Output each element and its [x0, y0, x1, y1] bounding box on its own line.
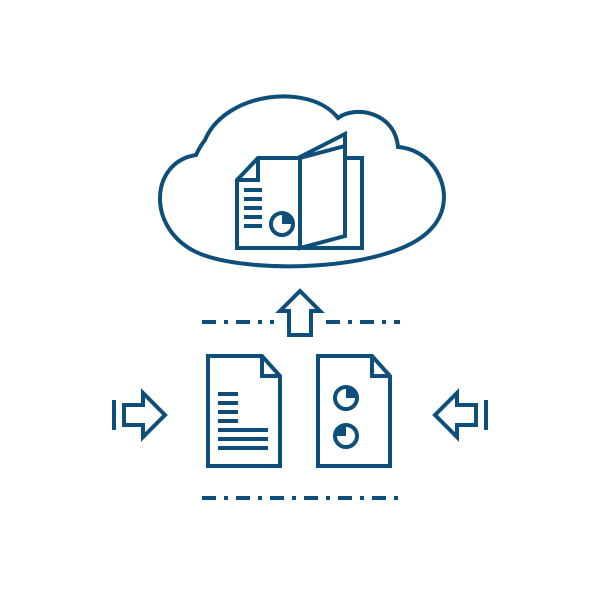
text-document-icon — [206, 354, 282, 468]
chart-document-fold — [370, 356, 390, 378]
cloud-document-outline — [235, 156, 302, 250]
left-arrow-outline — [432, 388, 478, 442]
upload-arrow-outline — [275, 288, 325, 337]
document-folder-icon — [235, 130, 364, 251]
text-document-lines — [218, 392, 268, 450]
cloud-document-text-lines — [244, 188, 262, 228]
folder-front-flap — [298, 143, 347, 251]
folder-back-panel — [297, 130, 364, 250]
right-arrow-outline — [122, 388, 168, 442]
chart-document-pie-bottom-icon — [333, 423, 359, 449]
upload-arrow-icon — [275, 288, 325, 337]
chart-document-outline — [316, 354, 392, 468]
chart-document-icon — [316, 354, 392, 468]
text-document-fold — [260, 356, 280, 378]
text-document-outline — [206, 354, 282, 468]
cloud-outline — [158, 94, 446, 269]
cloud-document-fold — [237, 158, 260, 182]
right-arrow-icon — [112, 388, 168, 442]
left-arrow-icon — [432, 388, 488, 442]
cloud-document-pie-icon — [269, 211, 295, 237]
chart-document-pie-top-icon — [333, 385, 359, 411]
cloud-icon — [158, 94, 446, 269]
